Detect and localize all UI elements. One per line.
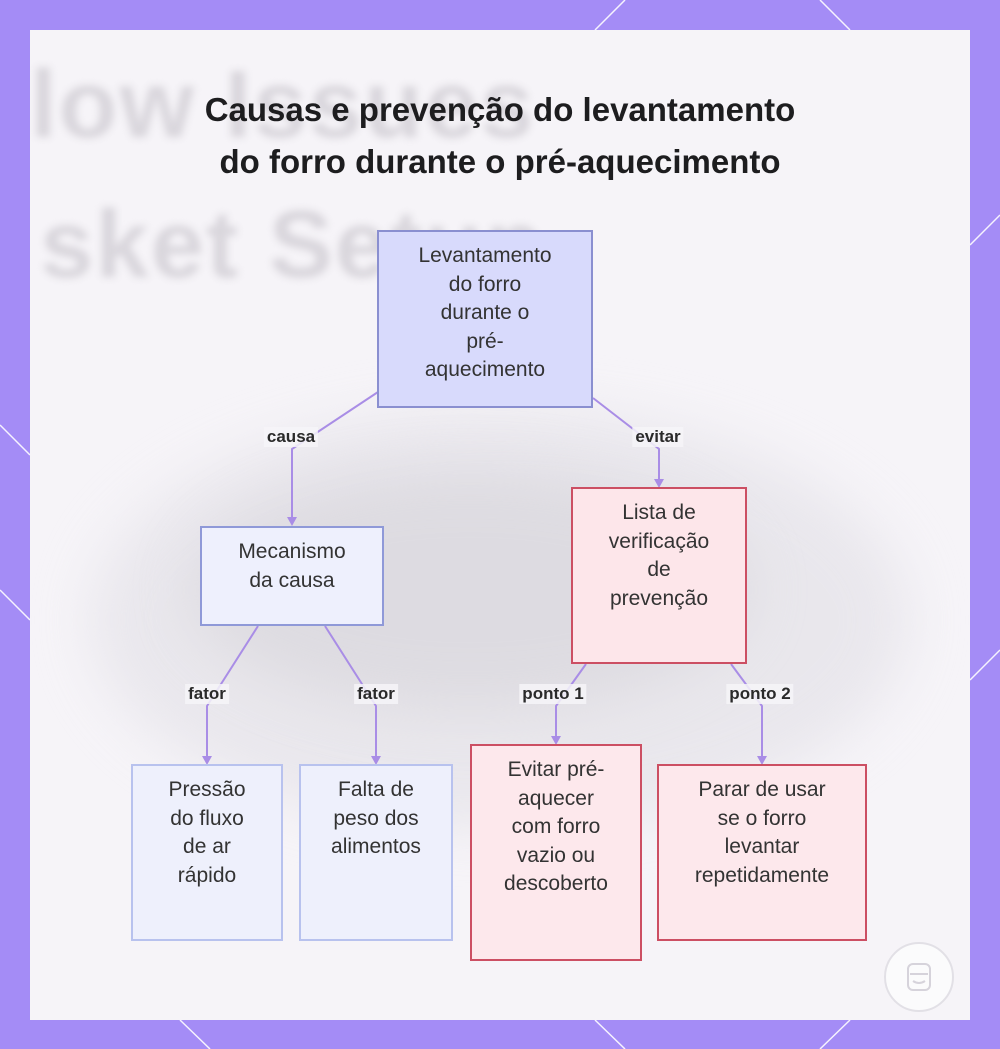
node-mechanism-line: Mecanismo <box>238 540 346 563</box>
edge-causa <box>291 391 379 519</box>
node-checklist-line: prevenção <box>609 586 709 610</box>
node-mechanism-line: da causa <box>249 568 335 592</box>
edge-ponto-2 <box>730 663 763 758</box>
edge-label-evitar: evitar <box>632 427 684 447</box>
edge-label-causa: causa <box>263 427 319 447</box>
node-avoid-empty-line: Evitar pré- <box>507 758 605 781</box>
node-stop-use-line: Parar de usar <box>698 778 826 801</box>
arrowhead-causa <box>287 517 297 526</box>
node-avoid-empty-line: vazio ou <box>516 843 596 867</box>
node-avoid-empty-line: aquecer <box>518 786 594 810</box>
node-avoid-empty-line: descoberto <box>504 872 608 895</box>
node-root: Levantamento do forro durante o pré- aqu… <box>377 230 593 408</box>
arrowhead-ponto-2 <box>757 756 767 765</box>
page-title: Causas e prevenção do levantamento do fo… <box>0 84 1000 188</box>
node-root-line: Levantamento <box>418 244 552 267</box>
node-airflow-line: de ar <box>183 835 231 858</box>
node-avoid-empty: Evitar pré- aquecer com forro vazio ou d… <box>470 744 642 961</box>
edge-fator-1 <box>206 625 259 758</box>
node-stop-use-line: repetidamente <box>694 863 830 887</box>
node-weight: Falta de peso dos alimentos <box>299 764 453 941</box>
title-line-2: do forro durante o pré-aquecimento <box>219 143 781 180</box>
node-root-line: pré- <box>466 329 504 353</box>
node-weight-line: peso dos <box>333 806 419 830</box>
arrowhead-evitar <box>654 479 664 488</box>
node-airflow: Pressão do fluxo de ar rápido <box>131 764 283 941</box>
edge-label-ponto-2: ponto 2 <box>726 684 794 704</box>
node-root-line: do forro <box>448 272 522 296</box>
node-mechanism: Mecanismo da causa <box>200 526 384 626</box>
node-stop-use-line: levantar <box>724 835 800 858</box>
node-stop-use-line: se o forro <box>717 806 807 830</box>
node-checklist: Lista de verificação de prevenção <box>571 487 747 664</box>
node-airflow-line: do fluxo <box>170 806 244 830</box>
edge-label-fator-2: fator <box>354 684 398 704</box>
node-airflow-line: Pressão <box>168 778 246 801</box>
chef-logo-icon <box>884 942 954 1012</box>
arrowhead-fator-1 <box>202 756 212 765</box>
node-checklist-line: de <box>647 558 671 581</box>
edge-fator-2 <box>324 625 377 758</box>
title-line-1: Causas e prevenção do levantamento <box>204 91 796 128</box>
node-root-line: durante o <box>440 301 530 324</box>
node-avoid-empty-line: com forro <box>511 815 601 838</box>
node-weight-line: Falta de <box>338 778 414 801</box>
node-checklist-line: verificação <box>608 529 710 553</box>
edge-label-ponto-1: ponto 1 <box>519 684 587 704</box>
edge-evitar <box>592 397 660 481</box>
node-airflow-line: rápido <box>177 863 237 887</box>
arrowhead-ponto-1 <box>551 736 561 745</box>
edge-ponto-1 <box>555 663 587 738</box>
node-root-line: aquecimento <box>424 358 546 381</box>
edge-label-fator-1: fator <box>185 684 229 704</box>
node-weight-line: alimentos <box>331 835 421 858</box>
arrowhead-fator-2 <box>371 756 381 765</box>
node-stop-use: Parar de usar se o forro levantar repeti… <box>657 764 867 941</box>
background-text-1: low Issues <box>30 51 536 158</box>
node-checklist-line: Lista de <box>622 501 696 524</box>
